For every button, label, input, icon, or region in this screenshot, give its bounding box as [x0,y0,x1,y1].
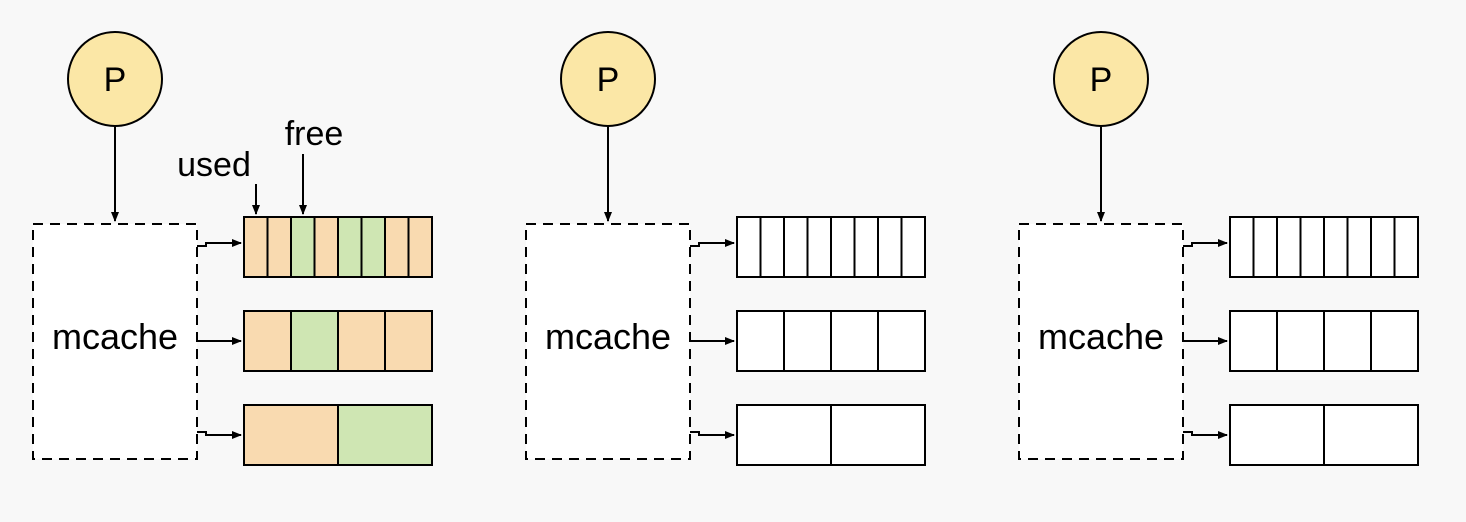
span-cell-empty [1346,216,1372,278]
span-cell-empty [1276,216,1302,278]
mcache-to-span-arrow-1 [1183,239,1228,247]
processor-label: P [104,61,127,99]
span-cell-empty [736,216,762,278]
span-cell-empty [1299,216,1325,278]
span-row-3 [736,404,926,466]
span-cell-used [266,216,292,278]
span-row-2 [736,310,926,372]
span-cell-empty [830,404,926,466]
free-label: free [285,115,344,153]
processor-label: P [1090,61,1113,99]
processor-label: P [597,61,620,99]
mcache-to-span-arrow-3 [690,431,735,439]
span-cell-empty [1229,216,1255,278]
span-cell-empty [1276,310,1325,372]
span-cell-empty [877,310,926,372]
span-cell-free [290,310,339,372]
span-cell-empty [736,310,785,372]
processor-group-1: P mcache used free [32,31,433,466]
span-cell-used [384,216,410,278]
mcache-to-span-arrow-1 [690,239,735,247]
span-cell-used [384,310,433,372]
span-cell-empty [1323,310,1372,372]
mcache-box [1018,223,1184,460]
span-cell-empty [783,310,832,372]
processor-circle [560,31,656,127]
span-cell-empty [830,216,856,278]
span-cell-used [337,310,386,372]
span-cell-free [290,216,316,278]
span-row-2 [1229,310,1419,372]
span-cell-empty [1323,404,1419,466]
span-cell-empty [1370,310,1419,372]
span-cell-empty [877,216,903,278]
span-row-3 [243,404,433,466]
span-row-3 [1229,404,1419,466]
span-cell-free [360,216,386,278]
span-cell-empty [783,216,809,278]
span-cell-empty [759,216,785,278]
span-cell-empty [900,216,926,278]
span-row-1 [736,216,926,278]
used-label: used [177,146,251,184]
processor-node: P [67,31,163,127]
span-cell-empty [853,216,879,278]
mcache-to-span-arrow-1 [197,239,242,247]
span-cell-empty [1393,216,1419,278]
span-cell-empty [736,404,832,466]
span-cell-empty [1323,216,1349,278]
mcache-box [32,223,198,460]
processor-group-2: P mcache [525,31,926,466]
span-cell-empty [806,216,832,278]
span-cell-empty [1229,310,1278,372]
span-cell-free [337,216,363,278]
processor-circle [1053,31,1149,127]
mcache-box [525,223,691,460]
span-cell-used [313,216,339,278]
mcache-label: mcache [1038,316,1164,357]
processor-node: P [1053,31,1149,127]
span-cell-used [243,216,269,278]
mcache-to-span-arrow-3 [1183,431,1228,439]
span-cell-empty [830,310,879,372]
span-cell-free [337,404,433,466]
span-cell-empty [1370,216,1396,278]
processor-circle [67,31,163,127]
span-cell-empty [1252,216,1278,278]
span-cell-used [407,216,433,278]
span-row-2 [243,310,433,372]
mcache-label: mcache [52,316,178,357]
processor-node: P [560,31,656,127]
span-cell-empty [1229,404,1325,466]
span-cell-used [243,404,339,466]
mcache-to-span-arrow-3 [197,431,242,439]
mcache-label: mcache [545,316,671,357]
processor-group-3: P mcache [1018,31,1419,466]
span-row-1 [1229,216,1419,278]
span-row-1 [243,216,433,278]
span-cell-used [243,310,292,372]
